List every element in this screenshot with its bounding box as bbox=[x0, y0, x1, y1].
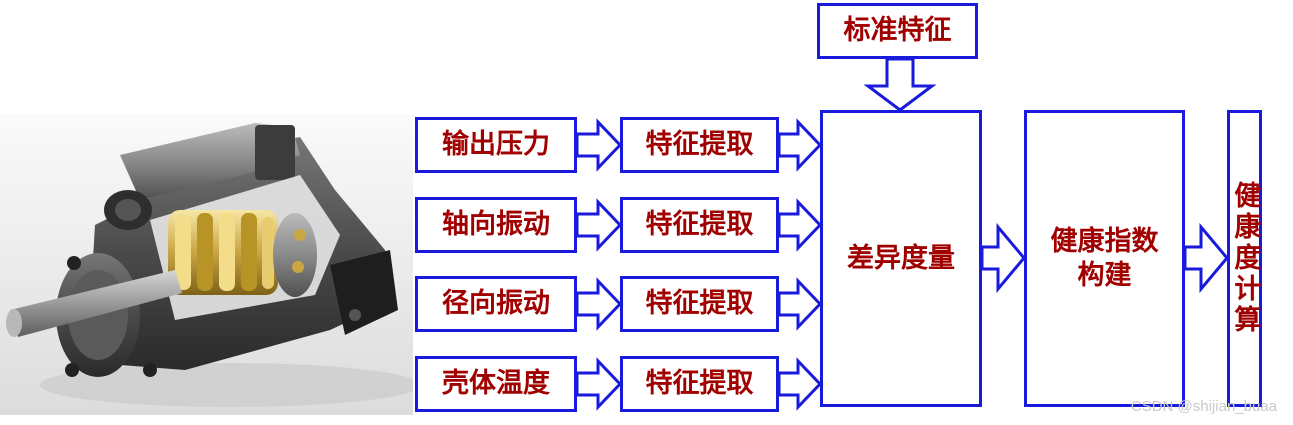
health-index-build-box: 健康指数构建 bbox=[1024, 110, 1185, 407]
feature-extraction-box-2: 特征提取 bbox=[620, 197, 779, 253]
arrow-signal-to-feature-1 bbox=[575, 118, 623, 172]
arrow-difference-to-index bbox=[980, 222, 1026, 294]
feature-extraction-box-4: 特征提取 bbox=[620, 356, 779, 412]
standard-feature-box: 标准特征 bbox=[817, 3, 978, 59]
arrow-signal-to-feature-2 bbox=[575, 198, 623, 252]
arrow-feature-to-difference-4 bbox=[777, 357, 823, 411]
feature-extraction-box-1: 特征提取 bbox=[620, 117, 779, 173]
signal-box-radial-vibration: 径向振动 bbox=[415, 276, 577, 332]
health-calc-box: 健康度计算 bbox=[1227, 110, 1262, 407]
arrow-feature-to-difference-3 bbox=[777, 277, 823, 331]
arrow-feature-to-difference-2 bbox=[777, 198, 823, 252]
arrow-index-to-health bbox=[1183, 222, 1229, 294]
signal-box-axial-vibration: 轴向振动 bbox=[415, 197, 577, 253]
arrow-standard-to-difference bbox=[863, 57, 937, 112]
signal-box-output-pressure: 输出压力 bbox=[415, 117, 577, 173]
arrow-signal-to-feature-4 bbox=[575, 357, 623, 411]
arrow-feature-to-difference-1 bbox=[777, 118, 823, 172]
feature-extraction-box-3: 特征提取 bbox=[620, 276, 779, 332]
watermark: CSDN @shijian_buaa bbox=[1130, 398, 1277, 415]
arrow-signal-to-feature-3 bbox=[575, 277, 623, 331]
difference-measure-box: 差异度量 bbox=[820, 110, 982, 407]
signal-box-housing-temperature: 壳体温度 bbox=[415, 356, 577, 412]
pump-cutaway-image bbox=[0, 115, 413, 415]
